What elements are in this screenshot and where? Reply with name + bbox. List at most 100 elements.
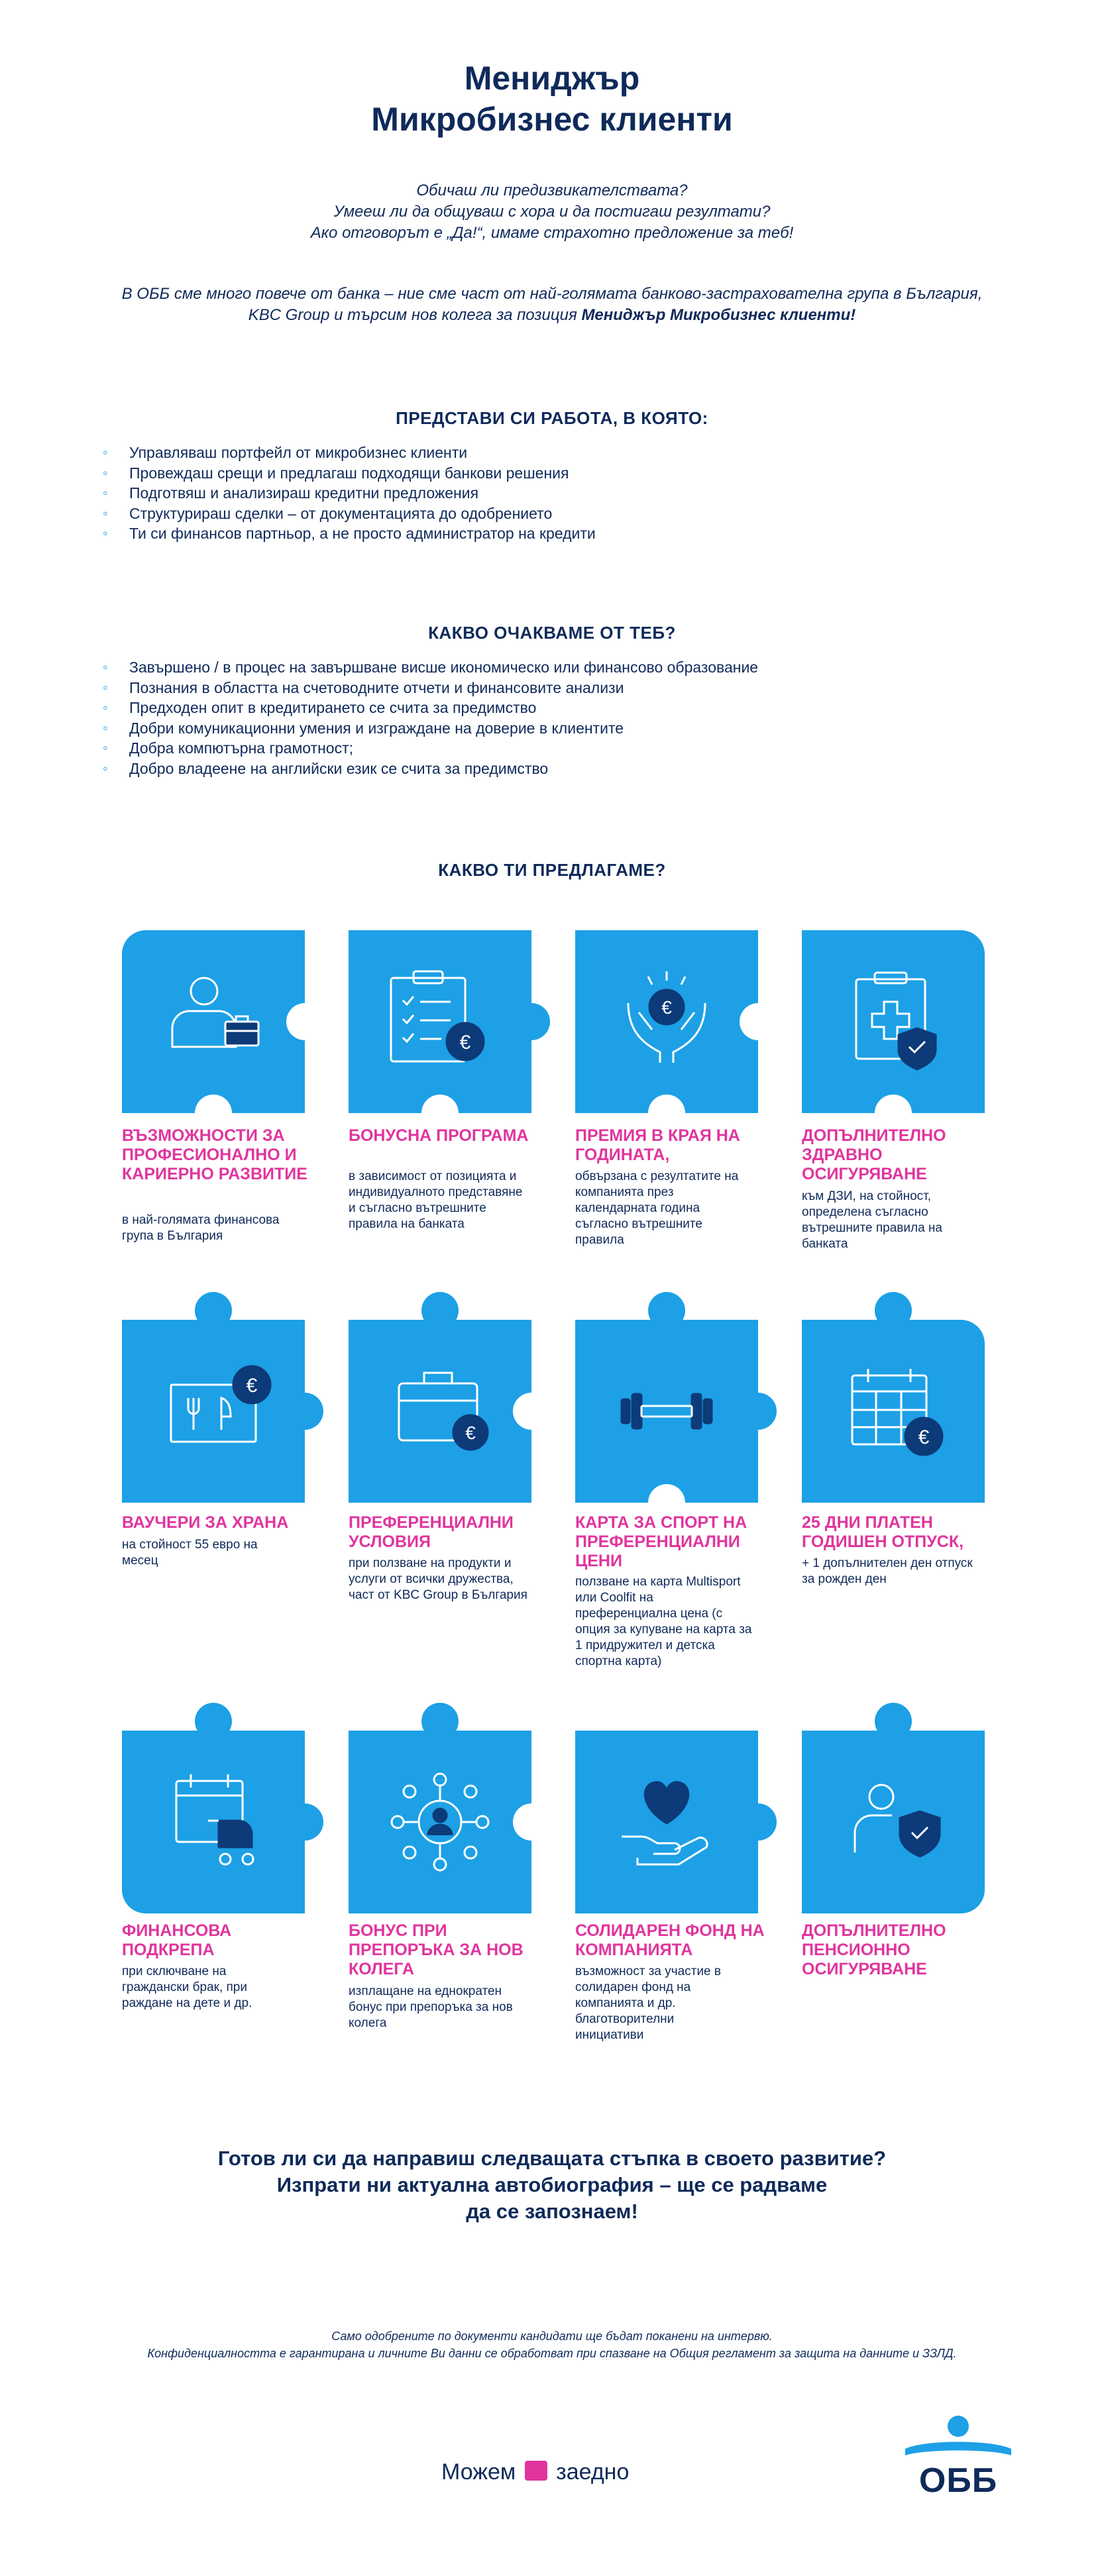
- person-briefcase-icon: [171, 977, 260, 1048]
- list-item: Завършено / в процес на завършване висше…: [103, 657, 758, 678]
- page-title-line1: Мениджър: [464, 60, 640, 97]
- list-item: Добро владеене на английски език се счит…: [103, 759, 758, 779]
- about-line-1: В ОББ сме много повече от банка – ние см…: [121, 285, 983, 303]
- benefit-title: ПРЕМИЯ В КРАЯ НА ГОДИНАТА,: [575, 1126, 740, 1164]
- puzzle-notch: [648, 1095, 685, 1132]
- benefit-title: ПРЕФЕРЕНЦИАЛНИ УСЛОВИЯ: [349, 1513, 514, 1551]
- section-offer-heading: КАКВО ТИ ПРЕДЛАГАМЕ?: [438, 860, 666, 880]
- clipboard-euro-icon: €: [390, 970, 485, 1063]
- benefit-tile-leave: €: [802, 1320, 985, 1503]
- benefit-title: СОЛИДАРЕН ФОНД НА КОМПАНИЯТА: [575, 1921, 765, 1959]
- ubb-logo: ОББ: [899, 2410, 1018, 2510]
- ubb-logo-text: ОББ: [918, 2461, 998, 2500]
- cta-line-1: Готов ли си да направиш следващата стъпк…: [217, 2147, 887, 2170]
- puzzle-knob: [740, 1803, 777, 1841]
- dumbbell-icon: [620, 1393, 713, 1430]
- list-item: Познания в областта на счетоводните отче…: [103, 678, 758, 698]
- intro-question-2: Умееш ли да общуваш с хора и да постигаш…: [333, 203, 771, 221]
- ubb-logo-icon: [905, 2416, 1011, 2455]
- benefit-tile-referral: [349, 1731, 531, 1913]
- puzzle-knob: [421, 1292, 459, 1329]
- benefit-title: ВЪЗМОЖНОСТИ ЗА ПРОФЕСИОНАЛНО И КАРИЕРНО …: [122, 1126, 307, 1183]
- medical-shield-icon: [855, 971, 937, 1071]
- list-item: Структурираш сделки – от документацията …: [103, 504, 596, 524]
- benefit-desc: възможност за участие в солидарен фонд н…: [575, 1964, 721, 2042]
- slogan-mark-icon: [524, 2461, 547, 2481]
- list-item: Подготвяш и анализираш кредитни предложе…: [103, 483, 596, 504]
- benefit-tile-premium: €: [575, 930, 758, 1113]
- puzzle-notch: [513, 1803, 550, 1841]
- job-list: Управляваш портфейл от микробизнес клиен…: [103, 443, 596, 544]
- about-line-2-text: KBC Group и търсим нов колега за позиция: [248, 306, 582, 324]
- svg-text:€: €: [465, 1422, 476, 1443]
- section-expect-heading: КАКВО ОЧАКВАМЕ ОТ ТЕБ?: [428, 623, 676, 643]
- puzzle-notch: [286, 1003, 323, 1040]
- benefit-title: БОНУСНА ПРОГРАМА: [349, 1126, 529, 1145]
- puzzle-notch: [513, 1393, 550, 1430]
- svg-text:€: €: [918, 1426, 930, 1448]
- benefit-desc: при сключване на граждански брак, при ра…: [122, 1964, 252, 2010]
- benefit-desc: обвързана с резултатите на компанията пр…: [575, 1169, 739, 1247]
- list-item: Ти си финансов партньор, а не просто адм…: [103, 523, 596, 544]
- svg-text:€: €: [247, 1375, 258, 1397]
- slogan-part-2: заедно: [556, 2459, 630, 2485]
- calendar-euro-icon: €: [851, 1369, 944, 1456]
- cta-line-3: да се запознаем!: [466, 2200, 638, 2223]
- benefit-tile-sport: [575, 1320, 758, 1503]
- benefit-desc: в зависимост от позицията и индивидуално…: [349, 1169, 523, 1231]
- benefit-title: ДОПЪЛНИТЕЛНО ЗДРАВНО ОСИГУРЯВАНЕ: [802, 1126, 946, 1183]
- hands-euro-icon: €: [627, 971, 706, 1063]
- referral-network-icon: [390, 1772, 490, 1872]
- heart-hand-icon: [622, 1781, 708, 1866]
- puzzle-knob: [513, 1003, 550, 1040]
- about-line-2: KBC Group и търсим нов колега за позиция…: [0, 305, 1104, 326]
- benefit-title: БОНУС ПРИ ПРЕПОРЪКА ЗА НОВ КОЛЕГА: [349, 1921, 524, 1978]
- svg-text:€: €: [460, 1032, 471, 1053]
- puzzle-notch: [740, 1003, 777, 1040]
- benefit-desc: ползване на карта Multisport или Coolfit…: [575, 1575, 752, 1668]
- puzzle-knob: [648, 1292, 685, 1329]
- expect-list: Завършено / в процес на завършване висше…: [103, 657, 758, 778]
- puzzle-knob: [286, 1393, 323, 1430]
- benefit-desc: + 1 допълнителен ден отпуск за рожден де…: [802, 1556, 973, 1586]
- intro-question-1: Обичаш ли предизвикателствата?: [416, 182, 688, 199]
- about-position-name: Мениджър Микробизнес клиенти!: [581, 306, 856, 324]
- section-job-heading: ПРЕДСТАВИ СИ РАБОТА, В КОЯТО:: [396, 408, 708, 428]
- benefit-tile-health: [802, 930, 985, 1113]
- benefit-tile-preferential: €: [349, 1320, 531, 1503]
- benefit-desc: изплащане на еднократен бонус при препор…: [349, 1984, 513, 2030]
- puzzle-knob: [195, 1292, 232, 1329]
- benefit-tile-bonus: €: [349, 930, 531, 1113]
- benefit-tile-career: [122, 930, 305, 1113]
- benefit-tile-financial-support: [122, 1731, 305, 1913]
- benefit-tile-vouchers: €: [122, 1320, 305, 1503]
- puzzle-knob: [875, 1292, 912, 1329]
- slogan-part-1: Можем: [441, 2459, 516, 2485]
- person-shield-icon: [854, 1784, 941, 1858]
- puzzle-knob: [740, 1393, 777, 1430]
- puzzle-notch: [421, 1095, 459, 1132]
- intro-question-3: Ако отговорът е „Да!“, имаме страхотно п…: [310, 224, 794, 242]
- puzzle-knob: [195, 1703, 232, 1740]
- benefit-desc: при ползване на продукти и услуги от вси…: [349, 1556, 527, 1602]
- list-item: Добра компютърна грамотност;: [103, 738, 758, 759]
- benefit-title: ДОПЪЛНИТЕЛНО ПЕНСИОННО ОСИГУРЯВАНЕ: [802, 1921, 946, 1978]
- footnote-privacy: Конфиденциалността е гарантирана и лични…: [147, 2347, 957, 2360]
- puzzle-notch: [875, 1095, 912, 1132]
- benefit-tile-solidarity: [575, 1731, 758, 1913]
- benefit-title: КАРТА ЗА СПОРТ НА ПРЕФЕРЕНЦИАЛНИ ЦЕНИ: [575, 1513, 747, 1570]
- list-item: Предходен опит в кредитирането се счита …: [103, 698, 758, 718]
- puzzle-knob: [875, 1703, 912, 1740]
- benefit-title: 25 ДНИ ПЛАТЕН ГОДИШЕН ОТПУСК,: [802, 1513, 964, 1551]
- bag-euro-icon: €: [398, 1371, 489, 1451]
- page-title-line2: Микробизнес клиенти: [371, 101, 733, 138]
- puzzle-knob: [286, 1803, 323, 1841]
- puzzle-knob: [421, 1703, 459, 1740]
- benefit-title: ФИНАНСОВА ПОДКРЕПА: [122, 1921, 232, 1959]
- benefit-tile-pension: [802, 1731, 985, 1913]
- meal-voucher-icon: €: [170, 1365, 272, 1443]
- benefit-desc: в най-голямата финансова група в Българи…: [122, 1213, 280, 1243]
- footnote-interview: Само одобрените по документи кандидати щ…: [331, 2330, 773, 2343]
- benefit-desc: към ДЗИ, на стойност, определена съгласн…: [802, 1189, 942, 1251]
- puzzle-notch: [648, 1484, 685, 1521]
